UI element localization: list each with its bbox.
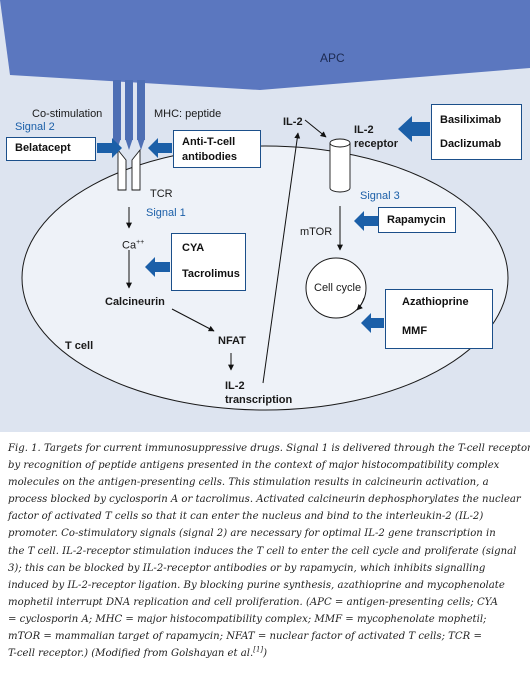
t-cell-label: T cell (65, 340, 94, 352)
caption-line-text: 3); this can be blocked by IL-2-receptor… (8, 562, 486, 574)
il2-receptor (329, 138, 351, 193)
caption-line: promoter. Co-stimulatory signals (signal… (8, 525, 522, 542)
ca-superscript: ++ (136, 239, 145, 246)
il2-transcription-label-line1: IL-2 (225, 380, 245, 392)
daclizumab-label: Daclizumab (440, 138, 502, 150)
caption-line-text: induced by IL-2-receptor ligation. By bl… (8, 579, 505, 591)
caption-line-text: Fig. 1. Targets for current immunosuppre… (8, 443, 530, 454)
il2-label: IL-2 (283, 116, 303, 128)
signalling-arrows (126, 119, 343, 384)
azathioprine-mmf-box: Azathioprine MMF (385, 289, 493, 349)
mhc-peptide-complex (113, 80, 145, 150)
anti-t-cell-label-line1: Anti-T-cell (182, 136, 236, 148)
azathioprine-label: Azathioprine (402, 296, 469, 308)
caption-line-text: by recognition of peptide antigens prese… (8, 460, 500, 472)
basiliximab-label: Basiliximab (440, 114, 502, 126)
immunosuppression-diagram: APC Co-stimulation MHC: peptide Signal 2… (0, 0, 530, 432)
caption-line-text: = cyclosporin A; MHC = major histocompat… (8, 613, 487, 625)
arrow-cya (145, 257, 170, 277)
caption-line: molecules on the antigen-presenting cell… (8, 474, 522, 491)
belatacept-box: Belatacept (6, 137, 96, 161)
arrow-belatacept (97, 138, 122, 158)
rapamycin-box: Rapamycin (378, 207, 456, 233)
mtor-label: mTOR (300, 226, 333, 238)
caption-line-text: mTOR = mammalian target of rapamycin; NF… (8, 631, 482, 643)
nfat-label: NFAT (218, 335, 246, 347)
inhibition-arrows (97, 116, 430, 333)
ca-label: Ca++ (122, 236, 144, 253)
arrow-anti-t-cell (148, 138, 172, 158)
figure-caption: Fig. 1. Targets for current immunosuppre… (8, 440, 530, 662)
caption-line: mophetil interrupt DNA replication and c… (8, 594, 522, 611)
caption-line-text: mophetil interrupt DNA replication and c… (8, 596, 498, 608)
arrow-azathioprine (361, 313, 384, 333)
il2-receptor-antibodies-box: Basiliximab Daclizumab (431, 104, 522, 160)
costimulation-label: Co-stimulation (32, 108, 103, 120)
belatacept-label: Belatacept (15, 142, 71, 154)
cell-cycle-arrow (356, 297, 365, 311)
apc-label: APC (320, 51, 345, 65)
caption-line-text: molecules on the antigen-presenting cell… (8, 477, 489, 489)
caption-line: T-cell receptor.) (Modified from Golshay… (8, 645, 522, 662)
caption-line-text: T-cell receptor.) (Modified from Golshay… (8, 648, 254, 660)
cell-cycle-circle (305, 257, 367, 319)
caption-line: 3); this can be blocked by IL-2-receptor… (8, 560, 522, 577)
caption-line: = cyclosporin A; MHC = major histocompat… (8, 611, 522, 628)
caption-line-text: process blocked by cyclosporin A or tacr… (8, 494, 521, 506)
anti-t-cell-antibodies-box: Anti-T-cell antibodies (173, 130, 261, 168)
caption-line: the T cell. IL-2-receptor stimulation in… (8, 543, 522, 560)
caption-line: induced by IL-2-receptor ligation. By bl… (8, 577, 522, 594)
signal1-label: Signal 1 (146, 207, 186, 219)
signal3-label: Signal 3 (360, 190, 400, 202)
anti-t-cell-label-line2: antibodies (182, 151, 238, 163)
caption-line: process blocked by cyclosporin A or tacr… (8, 491, 522, 508)
cya-tacrolimus-box: CYA Tacrolimus (171, 233, 246, 291)
calcineurin-label: Calcineurin (105, 296, 165, 308)
tcr-label: TCR (150, 188, 173, 200)
caption-reference: [1] (253, 645, 264, 654)
caption-line-text: factor of activated T cells so that it c… (8, 511, 484, 523)
rapamycin-label: Rapamycin (387, 214, 446, 226)
mhc-peptide-label: MHC: peptide (154, 108, 222, 120)
ca-text: Ca (122, 239, 137, 252)
caption-line-text: the T cell. IL-2-receptor stimulation in… (8, 545, 517, 557)
il2-receptor-label-line2: receptor (354, 138, 399, 150)
tcr-receptor (117, 148, 141, 191)
caption-line-text: promoter. Co-stimulatory signals (signal… (8, 528, 496, 540)
cell-cycle-label: Cell cycle (314, 282, 362, 294)
apc-shape (0, 0, 530, 90)
mmf-label: MMF (402, 325, 428, 337)
caption-line: Fig. 1. Targets for current immunosuppre… (8, 440, 530, 457)
cya-label: CYA (182, 242, 205, 254)
caption-line: factor of activated T cells so that it c… (8, 508, 522, 525)
caption-line: mTOR = mammalian target of rapamycin; NF… (8, 628, 522, 645)
caption-end: ) (263, 648, 268, 660)
il2-receptor-label-line1: IL-2 (354, 124, 374, 136)
tacrolimus-label: Tacrolimus (182, 268, 240, 280)
caption-line: by recognition of peptide antigens prese… (8, 457, 522, 474)
arrow-rapamycin (354, 211, 378, 231)
il2-transcription-label-line2: transcription (225, 394, 293, 406)
signal2-label: Signal 2 (15, 121, 55, 133)
arrow-il2-antibodies (398, 116, 430, 142)
